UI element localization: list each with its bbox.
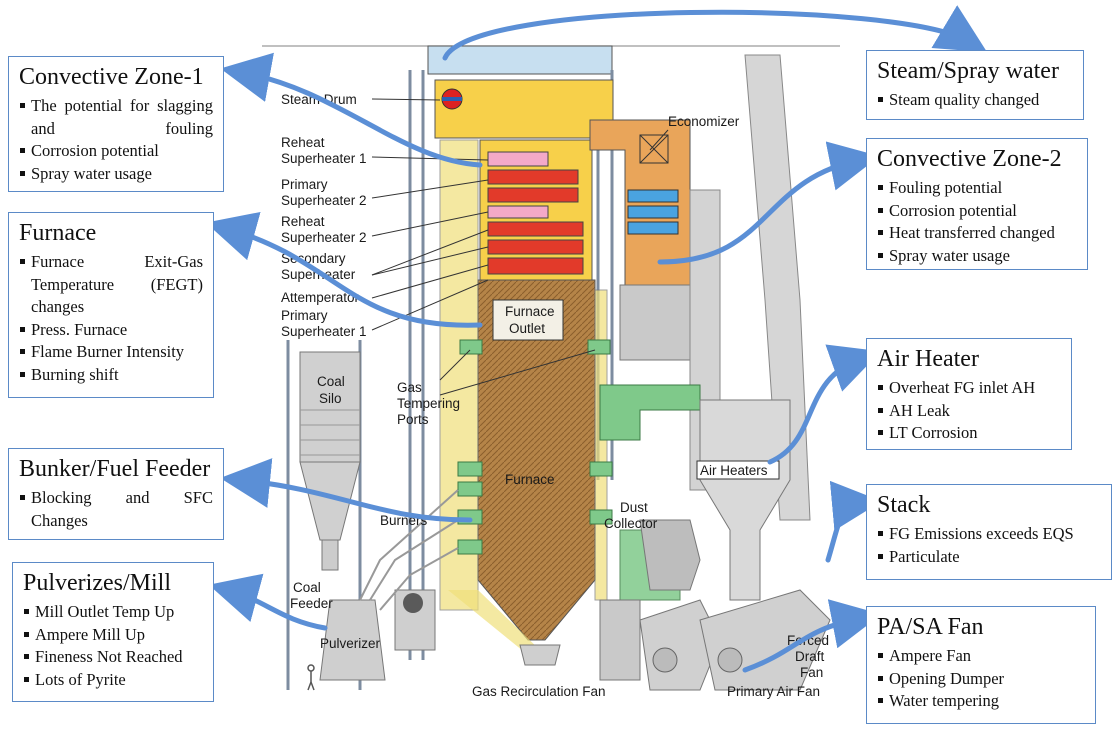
reheat-superheater-1: [487, 151, 549, 167]
arrow-steam: [442, 5, 988, 61]
box-item: Ampere Mill Up: [23, 624, 203, 647]
box-title: PA/SA Fan: [877, 614, 984, 640]
primary-superheater-2: [487, 169, 579, 185]
label-coal-silo-line2: Silo: [319, 391, 342, 406]
arrow-stack: [825, 480, 882, 563]
box-title: Furnace: [19, 220, 97, 246]
box-title: Pulverizes/Mill: [23, 570, 171, 596]
box-item: Flame Burner Intensity: [19, 341, 203, 364]
box-item: Heat transferred changed: [877, 222, 1077, 245]
box-title: Bunker/Fuel Feeder: [19, 456, 211, 482]
label-forced-line2: Draft: [795, 649, 825, 664]
box-bunker-fuel-feeder: Bunker/Fuel Feeder Blocking and SFC Chan…: [8, 448, 224, 540]
label-furnace-outlet-line1: Furnace: [505, 304, 555, 319]
box-item: Lots of Pyrite: [23, 669, 203, 692]
gas-recirculation-fan: [519, 644, 561, 666]
label-furnace: Furnace: [505, 472, 555, 487]
label-furnace-outlet-line2: Outlet: [509, 321, 545, 336]
label-reheat-sh2-line2: Superheater 2: [281, 230, 367, 245]
label-coal-feeder-line1: Coal: [293, 580, 321, 595]
label-air-heaters: Air Heaters: [700, 463, 768, 478]
box-title: Convective Zone-2: [877, 146, 1062, 172]
box-item: Water tempering: [877, 690, 1085, 713]
box-item: Ampere Fan: [877, 645, 1085, 668]
box-convective-zone-1: Convective Zone-1 The potential for slag…: [8, 56, 224, 192]
label-pulverizer: Pulverizer: [320, 636, 381, 651]
box-item: The potential for slagging and fouling: [19, 95, 213, 140]
air-heaters: [699, 399, 791, 601]
label-economizer: Economizer: [668, 114, 740, 129]
label-dust-line2: Collector: [604, 516, 658, 531]
box-steam-spray-water: Steam/Spray water Steam quality changed: [866, 50, 1084, 120]
box-stack: Stack FG Emissions exceeds EQS Particula…: [866, 484, 1112, 580]
roof-header: [427, 45, 613, 75]
stack: [744, 54, 811, 521]
box-item: AH Leak: [877, 400, 1061, 423]
box-item: Press. Furnace: [19, 319, 203, 342]
furnace-outlet-label-box: [492, 299, 564, 341]
box-title: Air Heater: [877, 346, 979, 372]
label-dust-line1: Dust: [620, 500, 648, 515]
label-secondary-sh-line1: Secondary: [281, 251, 346, 266]
box-item: Burning shift: [19, 364, 203, 387]
label-coal-feeder-line2: Feeder: [290, 596, 333, 611]
arrow-air-heater: [767, 344, 881, 465]
reheat-superheater-2: [487, 205, 549, 219]
secondary-superheater: [487, 221, 584, 237]
box-pa-sa-fan: PA/SA Fan Ampere Fan Opening Dumper Wate…: [866, 606, 1096, 724]
box-item: Spray water usage: [877, 245, 1077, 268]
label-primary-sh1-line2: Superheater 1: [281, 324, 367, 339]
dust-collector: [639, 519, 701, 591]
label-gas-tempering-line3: Ports: [397, 412, 429, 427]
box-item: Spray water usage: [19, 163, 213, 186]
box-air-heater: Air Heater Overheat FG inlet AH AH Leak …: [866, 338, 1072, 450]
box-item: Opening Dumper: [877, 668, 1085, 691]
box-item: Blocking and SFC Changes: [19, 487, 213, 532]
box-title: Convective Zone-1: [19, 64, 204, 90]
arrow-fan: [742, 599, 882, 673]
coal-silo: [299, 351, 361, 463]
arrow-mill: [208, 573, 328, 631]
person-scale-icon: [307, 664, 315, 691]
box-title: Steam/Spray water: [877, 58, 1059, 84]
label-coal-silo-line1: Coal: [317, 374, 345, 389]
label-gas-tempering-line1: Gas: [397, 380, 422, 395]
box-item: LT Corrosion: [877, 422, 1061, 445]
box-furnace: Furnace Furnace Exit-Gas Temperature (FE…: [8, 212, 214, 398]
arrow-bunker: [220, 458, 473, 523]
box-item: Fouling potential: [877, 177, 1077, 200]
box-item: Corrosion potential: [19, 140, 213, 163]
label-gas-tempering-line2: Tempering: [397, 396, 460, 411]
label-primary-sh1-line1: Primary: [281, 308, 328, 323]
drum-enclosure: [434, 79, 614, 139]
box-item: Mill Outlet Temp Up: [23, 601, 203, 624]
box-convective-zone-2: Convective Zone-2 Fouling potential Corr…: [866, 138, 1088, 270]
label-forced-line3: Fan: [800, 665, 823, 680]
label-reheat-sh2-line1: Reheat: [281, 214, 325, 229]
arrow-furnace: [205, 211, 483, 328]
box-item: Fineness Not Reached: [23, 646, 203, 669]
box-title: Stack: [877, 492, 931, 518]
label-reheat-sh1-line1: Reheat: [281, 135, 325, 150]
label-primary-air-fan: Primary Air Fan: [727, 684, 820, 699]
primary-superheater-1: [487, 257, 584, 275]
box-item: FG Emissions exceeds EQS: [877, 523, 1101, 546]
arrow-convective-1: [220, 52, 483, 168]
label-primary-sh2-line2: Superheater 2: [281, 193, 367, 208]
label-gas-recirculation: Gas Recirculation Fan: [472, 684, 606, 699]
box-item: Particulate: [877, 546, 1101, 569]
box-item: Overheat FG inlet AH: [877, 377, 1061, 400]
box-item: Furnace Exit-Gas Temperature (FEGT) chan…: [19, 251, 203, 319]
arrow-convective-2: [657, 141, 880, 265]
box-pulverizes-mill: Pulverizes/Mill Mill Outlet Temp Up Ampe…: [12, 562, 214, 702]
air-duct: [599, 384, 701, 441]
label-attemperator: Attemperator: [281, 290, 360, 305]
box-item: Steam quality changed: [877, 89, 1073, 112]
label-reheat-sh1-line2: Superheater 1: [281, 151, 367, 166]
box-item: Corrosion potential: [877, 200, 1077, 223]
label-primary-sh2-line1: Primary: [281, 177, 328, 192]
